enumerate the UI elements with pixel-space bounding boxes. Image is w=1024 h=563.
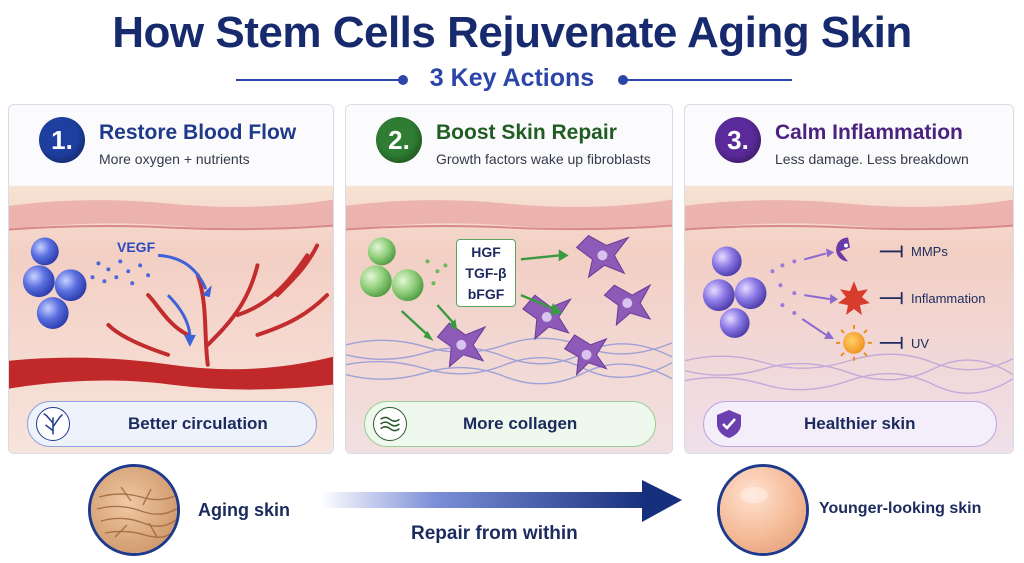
- panel-boost-skin-repair: 2. Boost Skin Repair Growth factors wake…: [345, 104, 673, 454]
- step-badge: 2.: [376, 117, 422, 163]
- after-label: Younger-looking skin: [819, 500, 982, 517]
- outcome-pill: Healthier skin: [703, 401, 997, 447]
- panel-title: Restore Blood Flow: [99, 121, 297, 144]
- growth-factor-box: HGF TGF-β bFGF: [456, 239, 516, 307]
- panel-header: 1. Restore Blood Flow More oxygen + nutr…: [9, 105, 333, 185]
- outcome-label: Healthier skin: [804, 414, 916, 433]
- outcome-pill: More collagen: [364, 401, 656, 447]
- page-subtitle: 3 Key Actions: [429, 64, 595, 92]
- step-badge: 3.: [715, 117, 761, 163]
- panel-subtitle: Growth factors wake up fibroblasts: [436, 151, 651, 167]
- outcome-label: More collagen: [463, 414, 578, 433]
- shield-check-icon: [712, 407, 746, 441]
- effect-label-mmps: MMPs: [911, 244, 948, 259]
- panel-title: Boost Skin Repair: [436, 121, 617, 144]
- panel-restore-blood-flow: 1. Restore Blood Flow More oxygen + nutr…: [8, 104, 334, 454]
- panel-subtitle: More oxygen + nutrients: [99, 151, 250, 167]
- step-badge: 1.: [39, 117, 85, 163]
- panel-subtitle: Less damage. Less breakdown: [775, 151, 969, 167]
- panel-calm-inflammation: 3. Calm Inflammation Less damage. Less b…: [684, 104, 1014, 454]
- center-label: Repair from within: [411, 523, 578, 544]
- factor-bfgf: bFGF: [467, 286, 505, 302]
- before-label: Aging skin: [198, 500, 291, 520]
- subtitle-left-dot: [398, 75, 408, 85]
- outcome-pill: Better circulation: [27, 401, 317, 447]
- progress-arrow: [320, 480, 682, 522]
- aging-skin-image: [88, 464, 180, 556]
- vessel-icon: [36, 407, 70, 441]
- effect-label-uv: UV: [911, 336, 930, 351]
- collagen-wave-icon: [373, 407, 407, 441]
- factor-hgf: HGF: [471, 244, 501, 260]
- subtitle-left-line: [236, 79, 404, 81]
- younger-skin-image: [717, 464, 809, 556]
- subtitle-right-line: [624, 79, 792, 81]
- outcome-label: Better circulation: [128, 414, 268, 433]
- panel-header: 3. Calm Inflammation Less damage. Less b…: [685, 105, 1013, 185]
- molecule-label-vegf: VEGF: [117, 239, 156, 255]
- page-title: How Stem Cells Rejuvenate Aging Skin: [112, 8, 912, 57]
- panel-header: 2. Boost Skin Repair Growth factors wake…: [346, 105, 672, 185]
- effect-label-inflammation: Inflammation: [911, 291, 986, 306]
- panel-title: Calm Inflammation: [775, 121, 963, 144]
- factor-tgf-beta: TGF-β: [465, 265, 507, 281]
- subtitle-right-dot: [618, 75, 628, 85]
